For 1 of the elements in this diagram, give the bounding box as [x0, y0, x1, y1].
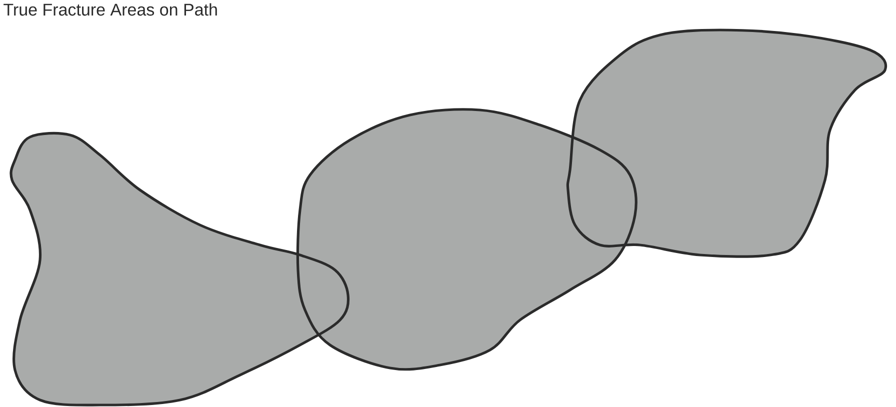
title: True Fracture Areas on Path [4, 3, 217, 16]
